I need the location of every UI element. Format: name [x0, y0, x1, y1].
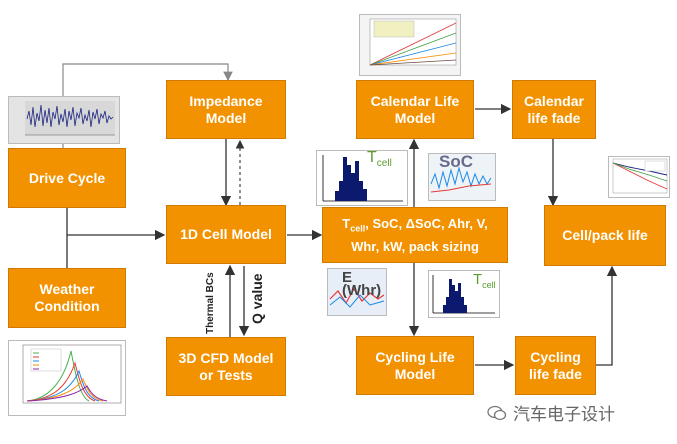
weather-condition-box: Weather Condition: [8, 268, 126, 328]
wechat-icon: [487, 405, 507, 421]
cell-outputs-line2: Whr, kW, pack sizing: [351, 238, 479, 254]
temperature-distribution-thumbnail: [8, 340, 126, 416]
impedance-model-label: Impedance Model: [189, 92, 263, 126]
soc-label: SoC: [439, 152, 473, 171]
weather-condition-label: Weather Condition: [34, 281, 100, 314]
energy-whr-label: E (Whr): [342, 269, 382, 299]
cell-outputs-box: Tcell, SoC, ΔSoC, Ahr, V, Whr, kW, pack …: [322, 207, 508, 263]
calendar-life-model-label: Calendar Life Model: [370, 92, 460, 126]
3d-cfd-model-box: 3D CFD Model or Tests: [166, 337, 286, 396]
calendar-life-fade-label: Calendar life fade: [524, 92, 584, 126]
cell-pack-life-box: Cell/pack life: [544, 205, 666, 266]
tcell-label-top: Tcell: [367, 149, 392, 170]
impedance-model-box: Impedance Model: [166, 80, 286, 139]
1d-cell-model-label: 1D Cell Model: [180, 226, 272, 242]
cell-outputs-line1: Tcell, SoC, ΔSoC, Ahr, V,: [342, 216, 488, 234]
drive-cycle-label: Drive Cycle: [28, 169, 106, 186]
cycling-life-model-label: Cycling Life Model: [375, 348, 455, 382]
watermark-text: 汽车电子设计: [513, 405, 615, 424]
cycling-life-fade-label: Cycling life fade: [529, 348, 582, 382]
watermark: 汽车电子设计: [487, 400, 615, 425]
drive-cycle-signal-thumbnail: [8, 96, 120, 144]
cycling-life-fade-box: Cycling life fade: [515, 336, 596, 395]
calendar-life-chart-thumbnail: [359, 14, 461, 76]
cell-pack-life-label: Cell/pack life: [562, 227, 648, 243]
life-fade-chart-thumbnail: [608, 156, 670, 198]
q-value-label: Q value: [249, 273, 265, 324]
thermal-bcs-label: Thermal BCs: [205, 272, 216, 334]
tcell-histogram-thumbnail: Tcell: [316, 149, 408, 206]
1d-cell-model-box: 1D Cell Model: [166, 205, 286, 264]
calendar-life-fade-box: Calendar life fade: [512, 80, 596, 139]
soc-chart-thumbnail: SoC: [428, 152, 496, 201]
cycling-life-model-box: Cycling Life Model: [356, 336, 474, 395]
energy-chart-thumbnail: E (Whr): [327, 268, 387, 316]
calendar-life-model-box: Calendar Life Model: [356, 80, 474, 139]
tcell-label-lower: Tcell: [473, 271, 496, 290]
3d-cfd-model-label: 3D CFD Model or Tests: [178, 349, 274, 383]
tcell-histogram-lower-thumbnail: Tcell: [428, 270, 500, 318]
drive-cycle-box: Drive Cycle: [8, 148, 126, 208]
